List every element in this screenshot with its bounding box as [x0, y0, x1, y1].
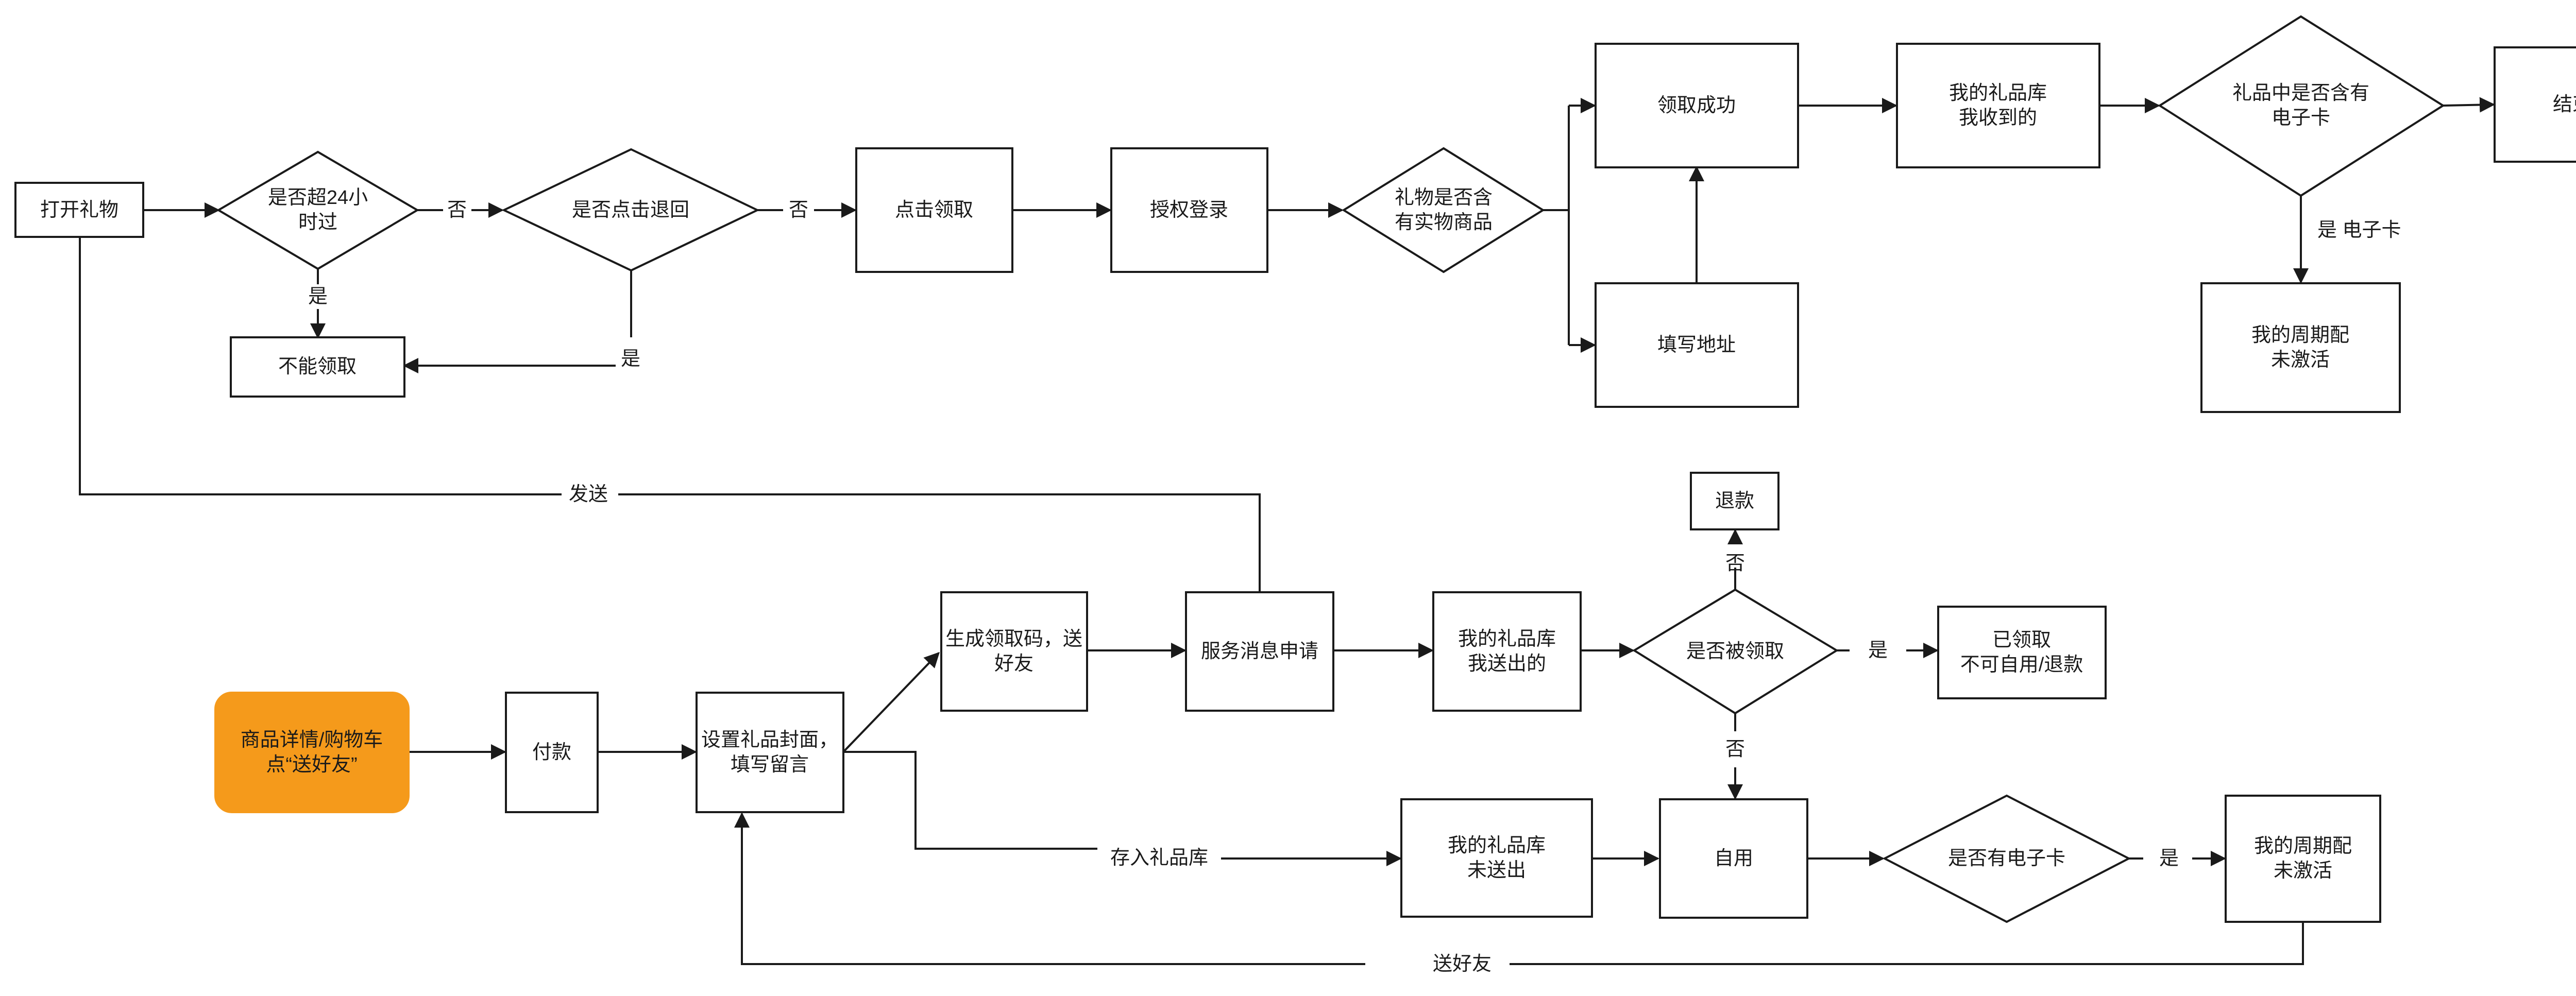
node-my-cycle-bottom — [2225, 795, 2381, 923]
edge-labels: 否 是 否 是 是 电子卡 发送 否 是 否 存入礼品库 是 送好友 — [308, 199, 2401, 975]
node-end-text: 结束 — [2553, 94, 2576, 115]
label-claimed-yes: 是 — [1868, 640, 1888, 661]
node-self-use — [1659, 798, 1808, 919]
node-is-claimed — [1632, 588, 1839, 715]
node-claimed-status-text: 已领取不可自用/退款 — [1960, 629, 2083, 676]
label-store-gift: 存入礼品库 — [1110, 847, 1208, 869]
node-has-ecard-top-text: 礼品中是否含有电子卡 — [2232, 82, 2369, 129]
node-pay-text: 付款 — [532, 742, 571, 763]
label-claimed-no-self: 否 — [1725, 739, 1745, 760]
node-cannot-claim — [230, 336, 405, 398]
node-open-gift — [14, 182, 144, 238]
node-fill-address-text: 填写地址 — [1657, 334, 1736, 356]
node-my-cycle-top — [2200, 282, 2401, 413]
node-gen-code — [940, 591, 1088, 712]
node-set-cover — [696, 692, 844, 813]
node-gen-code-text: 生成领取码，送好友 — [945, 628, 1082, 675]
node-has-physical — [1342, 147, 1545, 273]
node-click-claim — [855, 147, 1013, 273]
node-claim-success — [1595, 43, 1799, 168]
node-refund — [1690, 472, 1780, 530]
node-has-ecard-bottom-text: 是否有电子卡 — [1948, 848, 2065, 869]
node-my-cycle-bottom-text: 我的周期配未激活 — [2254, 835, 2352, 882]
node-clicked-return-text: 是否点击退回 — [572, 199, 689, 221]
label-ecard-bottom-yes: 是 — [2159, 848, 2179, 869]
node-authorize-login-text: 授权登录 — [1150, 199, 1228, 221]
node-service-msg-text: 服务消息申请 — [1201, 641, 1318, 662]
node-has-ecard-top — [2158, 15, 2445, 197]
label-claimed-no-refund: 否 — [1725, 553, 1745, 574]
node-product-detail — [214, 692, 410, 813]
node-self-use-text: 自用 — [1714, 848, 1753, 869]
node-pay — [505, 692, 599, 813]
node-has-physical-text: 礼物是否含有实物商品 — [1395, 187, 1493, 233]
node-over-24h — [216, 150, 419, 270]
node-over-24h-text: 是否超24小时过 — [268, 187, 368, 233]
edge-ecard-to-end — [2443, 97, 2495, 113]
label-return-no: 否 — [789, 199, 808, 221]
node-authorize-login — [1110, 147, 1268, 273]
edge-store-a — [843, 751, 1097, 850]
node-open-gift-text: 打开礼物 — [40, 199, 118, 221]
node-my-gifts-unsent — [1400, 798, 1593, 918]
label-send-friend: 送好友 — [1433, 953, 1492, 975]
edge-cover-to-code — [842, 651, 940, 753]
node-is-claimed-text: 是否被领取 — [1686, 641, 1784, 662]
node-claimed-status — [1937, 606, 2107, 699]
node-refund-text: 退款 — [1715, 490, 1754, 512]
node-claim-success-text: 领取成功 — [1657, 95, 1736, 116]
node-my-gifts-unsent-text: 我的礼品库未送出 — [1448, 835, 1546, 881]
label-ecard-yes: 是 电子卡 — [2317, 219, 2401, 241]
edges — [72, 97, 2495, 965]
node-my-gifts-sent-text: 我的礼品库我送出的 — [1458, 628, 1556, 675]
nodes: 打开礼物 是否超24小时过 是否点击退回 不能领取 点击领取 授权登录 礼物是否… — [14, 15, 2576, 923]
node-set-cover-text: 设置礼品封面，填写留言 — [701, 729, 838, 776]
node-my-gifts-sent — [1432, 591, 1582, 712]
node-has-ecard-bottom — [1882, 794, 2131, 923]
node-clicked-return — [501, 148, 760, 272]
node-service-msg — [1185, 591, 1334, 712]
node-product-detail-text: 商品详情/购物车点“送好友” — [241, 729, 383, 776]
label-return-yes: 是 — [621, 348, 640, 370]
node-my-cycle-top-text: 我的周期配未激活 — [2251, 324, 2349, 371]
edge-send-b — [72, 189, 562, 495]
node-cannot-claim-text: 不能领取 — [278, 356, 357, 377]
edge-send-friend-b — [734, 812, 1365, 965]
node-click-claim-text: 点击领取 — [895, 199, 973, 221]
edge-send-a — [618, 493, 1261, 592]
label-over24-no: 否 — [447, 199, 467, 221]
node-fill-address — [1595, 282, 1799, 408]
label-over24-yes: 是 — [308, 286, 328, 307]
label-send: 发送 — [569, 484, 608, 505]
node-my-gifts-received — [1896, 43, 2100, 168]
node-end — [2494, 46, 2576, 163]
edge-send-friend-a — [1510, 922, 2304, 965]
node-my-gifts-received-text: 我的礼品库我收到的 — [1949, 82, 2047, 129]
